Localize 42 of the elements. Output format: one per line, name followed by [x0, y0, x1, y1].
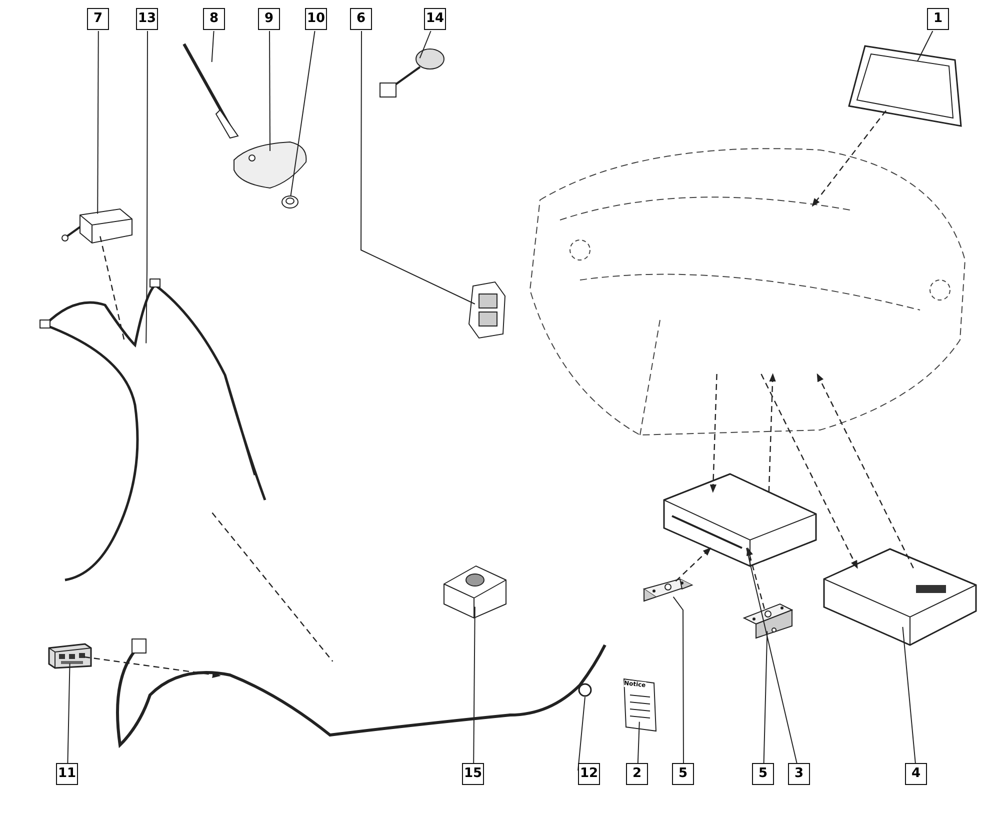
dashed-arrow — [84, 656, 221, 678]
dashed-arrow — [675, 547, 712, 582]
leader-line — [67, 662, 70, 764]
callout-number: 4 — [905, 763, 927, 785]
dashed-line — [212, 512, 334, 662]
leader-line — [916, 30, 934, 62]
leader-line — [473, 606, 476, 764]
leader-line — [578, 696, 586, 771]
dashed-arrow — [710, 374, 718, 493]
callout-number: 15 — [462, 763, 484, 785]
callout-number: 12 — [578, 763, 600, 785]
callout-number: 14 — [424, 8, 446, 30]
leader-line — [269, 30, 270, 152]
dashed-arrow — [760, 374, 858, 569]
callout-number: 8 — [203, 8, 225, 30]
callout-number: 2 — [626, 763, 648, 785]
leader-line — [419, 30, 432, 59]
dashed-arrow — [816, 373, 914, 568]
leader-line — [360, 30, 476, 304]
display-screen-drawing — [845, 42, 965, 130]
leader-line — [672, 596, 684, 764]
leader-line — [902, 626, 916, 764]
leader-line — [97, 30, 99, 214]
leader-line — [290, 30, 316, 196]
leader-line — [763, 630, 768, 764]
callout-number: 7 — [87, 8, 109, 30]
callout-number: 5 — [672, 763, 694, 785]
callout-number: 9 — [258, 8, 280, 30]
leader-line — [146, 30, 148, 344]
dashed-arrow — [746, 547, 765, 609]
leader-line — [746, 548, 798, 764]
leader-line — [211, 30, 214, 62]
callout-number: 11 — [56, 763, 78, 785]
callout-number: 5 — [752, 763, 774, 785]
dashed-arrow — [768, 373, 776, 492]
leader-line — [637, 721, 640, 764]
callout-number: 6 — [350, 8, 372, 30]
callout-number: 10 — [305, 8, 327, 30]
callout-number: 13 — [136, 8, 158, 30]
dashed-arrow — [812, 110, 886, 207]
callout-number: 3 — [788, 763, 810, 785]
callout-number: 1 — [927, 8, 949, 30]
